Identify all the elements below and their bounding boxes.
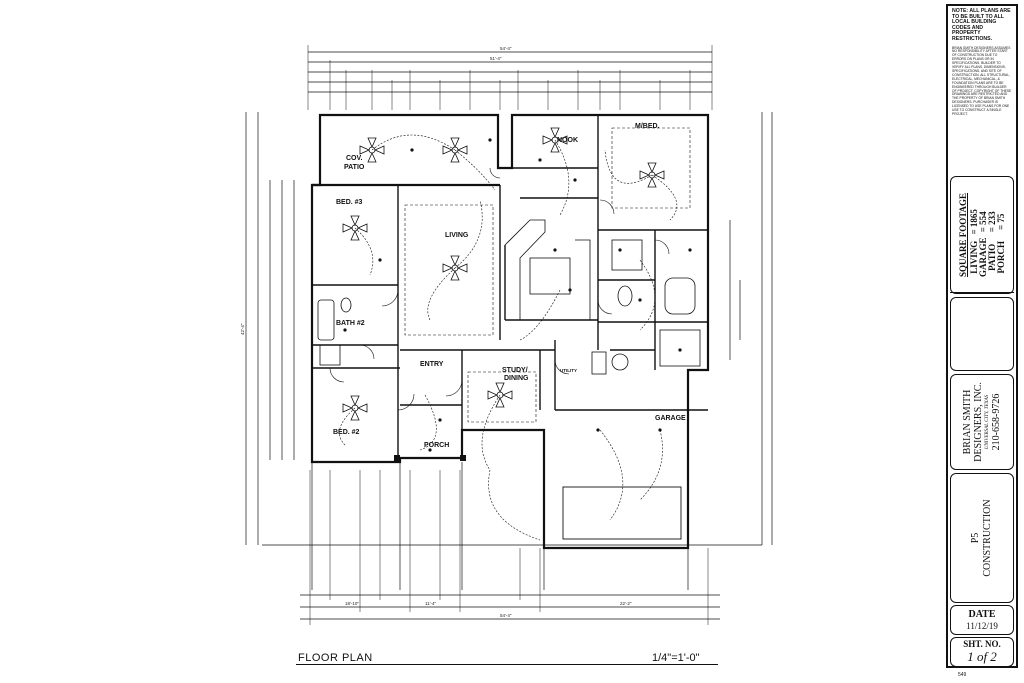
- sqft-porch-value: = 75: [996, 213, 1006, 231]
- room-label-study-2: DINING: [504, 375, 529, 382]
- room-label-cov-patio: COV.: [346, 155, 363, 162]
- date-panel: DATE 11/12/19: [950, 605, 1014, 635]
- room-label-study: STUDY/: [502, 367, 528, 374]
- drawing-title-rule: [296, 664, 718, 665]
- dim-overall-bottom: 54'-4": [500, 613, 512, 618]
- firm-name-2: DESIGNERS, INC.: [973, 382, 984, 462]
- sheet-label: SHT. NO.: [963, 639, 1001, 649]
- client-name-2: CONSTRUCTION: [982, 499, 993, 577]
- square-footage-panel: SQUARE FOOTAGE LIVING= 1865 GARAGE= 554 …: [950, 176, 1014, 294]
- room-label-bed2: BED. #2: [333, 429, 360, 436]
- sheet-panel: SHT. NO. 1 of 2: [950, 637, 1014, 667]
- drawing-scale: 1/4"=1'-0": [652, 652, 700, 664]
- dim-side: 42'-4": [240, 323, 245, 335]
- sqft-title: SQUARE FOOTAGE: [958, 192, 968, 278]
- sqft-table: LIVING= 1865 GARAGE= 554 PATIO= 233 PORC…: [969, 206, 1006, 277]
- title-block: NOTE: ALL PLANS ARE TO BE BUILT TO ALL L…: [946, 4, 1018, 668]
- note-title: NOTE: ALL PLANS ARE TO BE BUILT TO ALL L…: [952, 8, 1011, 42]
- drawing-code: 549: [958, 672, 967, 678]
- room-label-bath2: BATH #2: [336, 320, 365, 327]
- room-label-utility: UTILITY: [560, 368, 577, 373]
- floor-plan-drawing: COV. PATIO BED. #3 LIVING NOOK M/BED. BA…: [240, 45, 773, 625]
- dim-bottom-1: 18'-10": [345, 601, 359, 606]
- sheet-value: 1 of 2: [967, 649, 997, 664]
- firm-text: BRIAN SMITH DESIGNERS, INC. UNIVERSAL CI…: [962, 382, 1002, 462]
- note-body: BRIAN SMITH DESIGNERS ASSUMES NO RESPONS…: [952, 45, 1012, 116]
- square-footage-text: SQUARE FOOTAGE LIVING= 1865 GARAGE= 554 …: [958, 193, 1006, 277]
- firm-phone: 210-658-9726: [991, 393, 1002, 451]
- firm-city: UNIVERSAL CITY, TEXAS: [985, 394, 990, 450]
- blank-panel: [950, 297, 1014, 371]
- room-label-porch: PORCH: [424, 442, 449, 449]
- room-label-living: LIVING: [445, 232, 469, 239]
- drawing-title: FLOOR PLAN: [298, 652, 373, 664]
- room-label-cov-patio-2: PATIO: [344, 164, 365, 171]
- room-label-garage: GARAGE: [655, 415, 686, 422]
- date-value: 11/12/19: [966, 621, 998, 631]
- client-panel: P5 CONSTRUCTION: [950, 473, 1014, 603]
- dim-overall-top: 54'-4": [500, 46, 512, 51]
- date-label: DATE: [968, 609, 996, 620]
- room-label-entry: ENTRY: [420, 361, 444, 368]
- firm-panel: BRIAN SMITH DESIGNERS, INC. UNIVERSAL CI…: [950, 374, 1014, 470]
- dim-bottom-3: 22'-2": [620, 601, 632, 606]
- dim-overall-top-2: 51'-4": [490, 56, 502, 61]
- firm-name: BRIAN SMITH: [962, 389, 973, 455]
- notes-panel: NOTE: ALL PLANS ARE TO BE BUILT TO ALL L…: [950, 8, 1014, 293]
- room-label-nook: NOOK: [557, 137, 578, 144]
- sqft-porch-name: PORCH: [996, 241, 1006, 274]
- dim-bottom-2: 11'-4": [425, 601, 437, 606]
- client-text: P5 CONSTRUCTION: [970, 499, 994, 576]
- client-name: P5: [970, 532, 981, 544]
- room-label-bed3: BED. #3: [336, 199, 363, 206]
- room-label-mbed: M/BED.: [635, 123, 660, 130]
